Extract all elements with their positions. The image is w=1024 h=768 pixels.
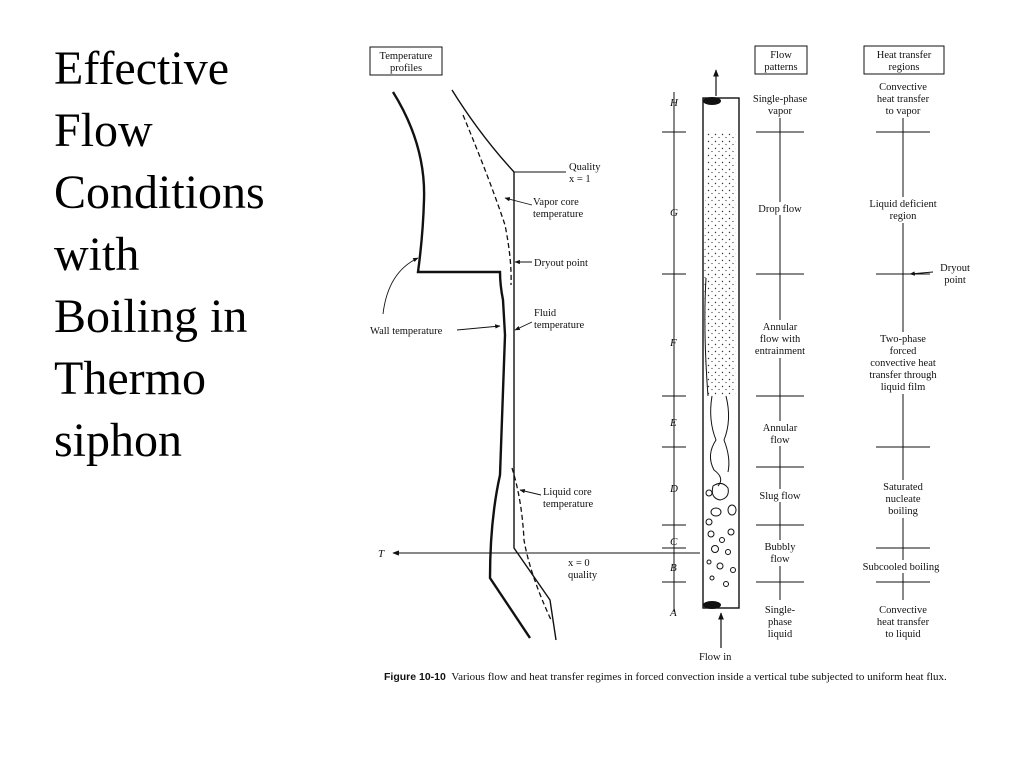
flow-pattern-label: Bubbly [765, 542, 797, 553]
droplet-region [704, 132, 736, 396]
region-label: forced [890, 346, 918, 357]
region-label: Convective [879, 605, 927, 616]
temperature-profiles [391, 89, 700, 641]
heat-transfer-regions-header: Heat transfer regions [863, 45, 945, 75]
zone-label: E [669, 417, 677, 429]
zone-label: F [669, 337, 677, 349]
header-line: Heat transfer [877, 50, 932, 61]
zone-label: G [670, 207, 678, 219]
flow-pattern-scale [756, 118, 804, 600]
liquid-core-temperature-curve [511, 467, 553, 623]
header-line: profiles [390, 63, 422, 74]
vapor-core-label: temperature [533, 209, 583, 220]
flow-pattern-label: flow [770, 435, 790, 446]
flow-patterns-header: Flow patterns [754, 45, 808, 75]
flow-pattern-label: Single-phase [753, 94, 808, 105]
vapor-core-temperature-curve [462, 114, 512, 286]
region-label: transfer through [869, 370, 937, 381]
region-label: Subcooled boiling [863, 562, 940, 573]
region-label: heat transfer [877, 94, 930, 105]
vertical-tube: Flow in [699, 69, 740, 663]
dryout-point-label: Dryout point [534, 258, 588, 269]
zone-label: H [669, 97, 679, 109]
region-label: to liquid [885, 629, 921, 640]
quality-one-label: x = 1 [569, 174, 591, 185]
zone-label: D [669, 483, 678, 495]
region-label: liquid film [881, 382, 926, 393]
region-label: Liquid deficient [869, 199, 936, 210]
region-label: Dryout [940, 263, 970, 274]
profile-labels: Quality x = 1 Vapor core temperature Dry… [370, 162, 601, 581]
bubbly-bubbles [706, 528, 736, 587]
flow-pattern-label: Slug flow [759, 491, 801, 502]
header-line: patterns [764, 62, 797, 73]
flow-in-label: Flow in [699, 652, 732, 663]
fluid-temperature-label: temperature [534, 320, 584, 331]
flow-pattern-label: Single- [765, 605, 796, 616]
vapor-core-label: Vapor core [533, 197, 579, 208]
header-line: Flow [770, 50, 792, 61]
t-axis-label: T [378, 548, 385, 560]
title-line: siphon [54, 414, 183, 467]
flow-pattern-label: Annular [763, 423, 798, 434]
liquid-film-edge [704, 277, 709, 397]
title-line: Boiling in [54, 290, 248, 343]
quality-zero-label: x = 0 [568, 558, 590, 569]
region-label: Saturated [883, 482, 923, 493]
region-label: heat transfer [877, 617, 930, 628]
annular-core [710, 395, 722, 487]
region-label: boiling [888, 506, 919, 517]
figure-caption: Figure 10-10 Various flow and heat trans… [384, 670, 964, 684]
fluid-temperature-curve [451, 89, 557, 641]
slug-bubbles [705, 482, 737, 526]
figure-number: Figure 10-10 [384, 671, 446, 683]
flow-pattern-label: flow [770, 554, 790, 565]
flow-pattern-label: flow with [760, 334, 801, 345]
region-label: point [944, 275, 966, 286]
wall-temperature-label: Wall temperature [370, 326, 443, 337]
temperature-profiles-header: Temperature profiles [369, 46, 443, 76]
header-line: regions [889, 62, 920, 73]
flow-pattern-label: vapor [768, 106, 792, 117]
quality-zero-label: quality [568, 570, 598, 581]
region-label: to vapor [886, 106, 921, 117]
zone-label: C [670, 536, 678, 548]
header-line: Temperature [380, 51, 433, 62]
liquid-core-label: temperature [543, 499, 593, 510]
flow-pattern-label: Drop flow [758, 204, 802, 215]
zone-label: A [669, 607, 677, 619]
region-label: nucleate [886, 494, 921, 505]
title-line: Conditions [54, 166, 265, 219]
fluid-temperature-label: Fluid [534, 308, 557, 319]
quality-one-label: Quality [569, 162, 601, 173]
flow-pattern-labels: Single-phase vapor Drop flow Annular flo… [750, 94, 812, 641]
flow-pattern-label: Annular [763, 322, 798, 333]
title-line: Effective [54, 42, 230, 95]
zone-scale: H G F E D C B A [662, 92, 686, 619]
title-line: Thermo [54, 352, 206, 405]
flow-pattern-label: liquid [768, 629, 793, 640]
region-label: Two-phase [880, 334, 926, 345]
region-label: Convective [879, 82, 927, 93]
flow-pattern-label: phase [768, 617, 792, 628]
liquid-core-label: Liquid core [543, 487, 592, 498]
region-label: convective heat [870, 358, 936, 369]
heat-transfer-labels: Convective heat transfer to vapor Liquid… [850, 82, 970, 641]
zone-label: B [670, 562, 677, 574]
region-label: region [890, 211, 918, 222]
wall-temperature-curve [391, 91, 531, 639]
slide-title: Effective Flow Conditions with Boiling i… [54, 38, 344, 472]
flow-pattern-label: entrainment [755, 346, 805, 357]
title-line: Flow [54, 104, 153, 157]
caption-text: Various flow and heat transfer regimes i… [451, 671, 947, 683]
title-line: with [54, 228, 140, 281]
